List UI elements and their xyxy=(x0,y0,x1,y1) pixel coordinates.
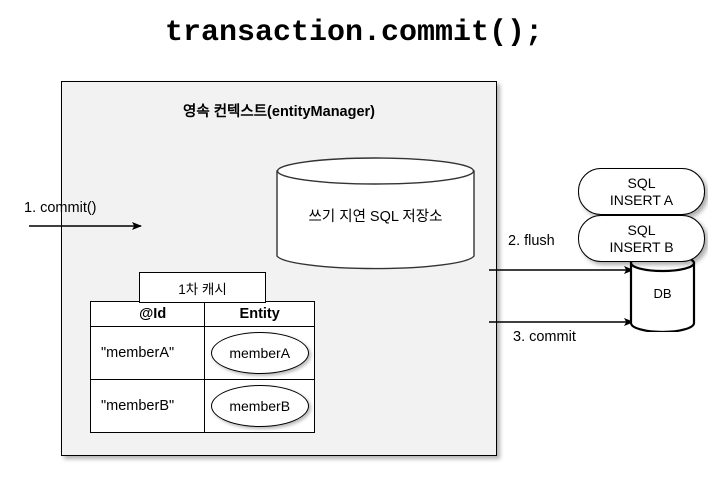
sql-insert-a-line1: SQL xyxy=(627,174,656,191)
sql-insert-a-box: SQL INSERT A xyxy=(578,168,705,215)
column-header-entity: Entity xyxy=(204,301,315,327)
column-header-id: @Id xyxy=(89,301,206,327)
sql-insert-b-line1: SQL xyxy=(627,221,656,238)
persistence-context-label: 영속 컨텍스트(entityManager) xyxy=(182,104,376,120)
table-row: "memberA" memberA xyxy=(89,326,315,380)
entity-ellipse: memberB xyxy=(210,385,309,427)
cache-table: @Id Entity "memberA" memberA "memberB" m… xyxy=(89,301,315,433)
table-row: "memberB" memberB xyxy=(89,379,315,433)
sql-insert-b-line2: INSERT B xyxy=(609,238,674,255)
sql-store-label: 쓰기 지연 SQL 저장소 xyxy=(308,209,443,225)
database-cylinder-icon xyxy=(629,254,696,332)
table-header-row: @Id Entity xyxy=(89,301,315,327)
sql-insert-a-line2: INSERT A xyxy=(609,191,674,208)
cell-entity-1: memberB xyxy=(204,379,315,433)
arrow-label-commit-in: 1. commit() xyxy=(24,200,97,216)
entity-ellipse: memberA xyxy=(210,332,309,374)
cache-title-box: 1차 캐시 xyxy=(139,272,266,303)
sql-store-cylinder-icon xyxy=(276,157,475,270)
page-title: transaction.commit(); xyxy=(164,16,544,50)
sql-insert-b-box: SQL INSERT B xyxy=(578,215,705,262)
database-label: DB xyxy=(653,286,672,301)
arrow-label-flush: 2. flush xyxy=(508,233,555,249)
cell-id-1: "memberB" xyxy=(89,379,206,433)
arrow-label-commit-db: 3. commit xyxy=(513,329,576,345)
cell-id-0: "memberA" xyxy=(89,326,206,380)
cell-entity-0: memberA xyxy=(204,326,315,380)
